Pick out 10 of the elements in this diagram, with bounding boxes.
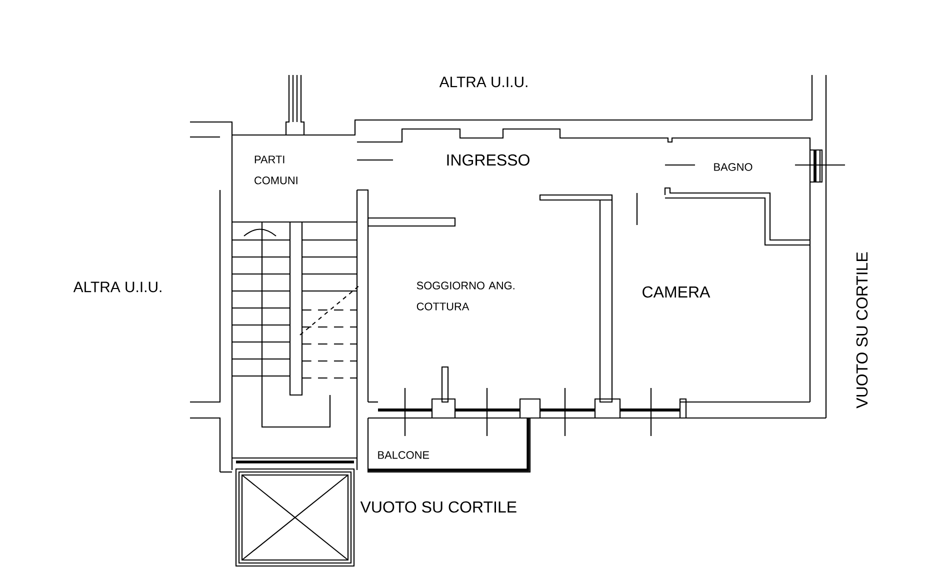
area-label: PARTI COMUNI [254, 156, 298, 184]
area-label: ALTRA U.I.U. [73, 282, 162, 292]
area-label: VUOTO SU CORTILE [856, 252, 868, 408]
room-label: INGRESSO [447, 154, 530, 166]
room-label: CAMERA [642, 286, 710, 298]
room-label: BALCONE [378, 451, 430, 459]
area-label: ALTRA U.I.U. [439, 76, 528, 88]
area-label: VUOTO SU CORTILE [360, 501, 516, 513]
room-label: BAGNO [714, 163, 752, 171]
room-label: SOGGIORNO ANG. COTTURA [416, 282, 514, 310]
